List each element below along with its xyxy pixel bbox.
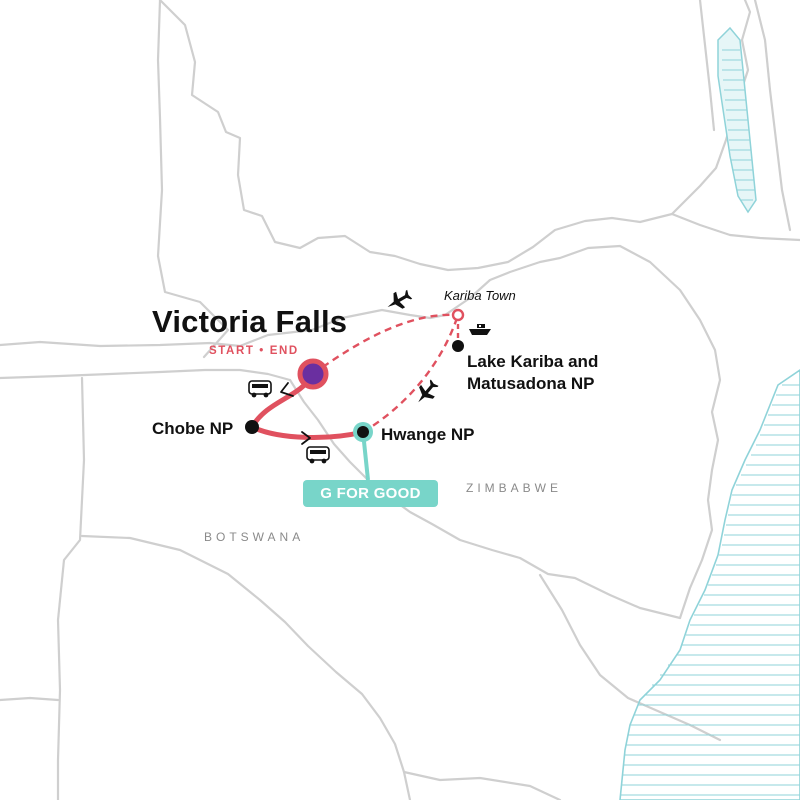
label-lake-kariba-line2: Matusadona NP: [467, 374, 595, 393]
kariba-town-marker: [451, 308, 465, 322]
border-sa-moz: [538, 573, 722, 742]
lake-malawi: [717, 26, 757, 214]
boat-icon: [469, 324, 491, 335]
chobe-marker: [245, 420, 259, 434]
country-label-zimbabwe: ZIMBABWE: [466, 481, 563, 495]
direction-arrow-1: [280, 382, 294, 397]
title-victoria-falls: Victoria Falls: [152, 304, 348, 339]
route-overland-chobe-hwange: [249, 424, 366, 440]
g-for-good-badge: G FOR GOOD: [303, 480, 438, 507]
route-flight-hwange-kariba: [362, 314, 460, 434]
label-hwange-np: Hwange NP: [381, 425, 475, 444]
bus-icon: [248, 380, 272, 398]
border-namibia-botswana: [56, 376, 86, 800]
start-end-label: START • END: [209, 345, 299, 357]
border-north: [158, 0, 752, 272]
border-angola-zambia: [156, 0, 230, 359]
border-zimbabwe-moz: [443, 244, 722, 620]
coastline-water: [619, 369, 800, 800]
country-label-botswana: BOTSWANA: [204, 530, 305, 544]
plane-icon: [418, 379, 439, 403]
bus-icon: [306, 446, 330, 464]
border-malawi-west: [698, 0, 716, 132]
border-botswana-sa: [80, 534, 412, 800]
plane-icon: [387, 289, 413, 309]
start-end-marker: [297, 358, 329, 390]
hwange-marker: [357, 426, 369, 438]
markers: [245, 308, 465, 442]
lake-kariba-marker: [452, 340, 464, 352]
label-kariba-town: Kariba Town: [444, 288, 516, 303]
border-malawi-east: [753, 0, 792, 232]
water-hatch: [621, 384, 800, 796]
direction-arrow-2: [301, 431, 311, 445]
border-moz-north: [670, 212, 800, 242]
border-south: [402, 770, 562, 800]
label-chobe-np: Chobe NP: [152, 419, 234, 438]
route-flight-vicfalls-kariba: [312, 313, 459, 375]
border-sw: [0, 696, 60, 702]
border-caprivi-south: [0, 368, 292, 382]
label-lake-kariba-line1: Lake Kariba and: [467, 352, 599, 371]
border-caprivi-north: [0, 308, 447, 348]
